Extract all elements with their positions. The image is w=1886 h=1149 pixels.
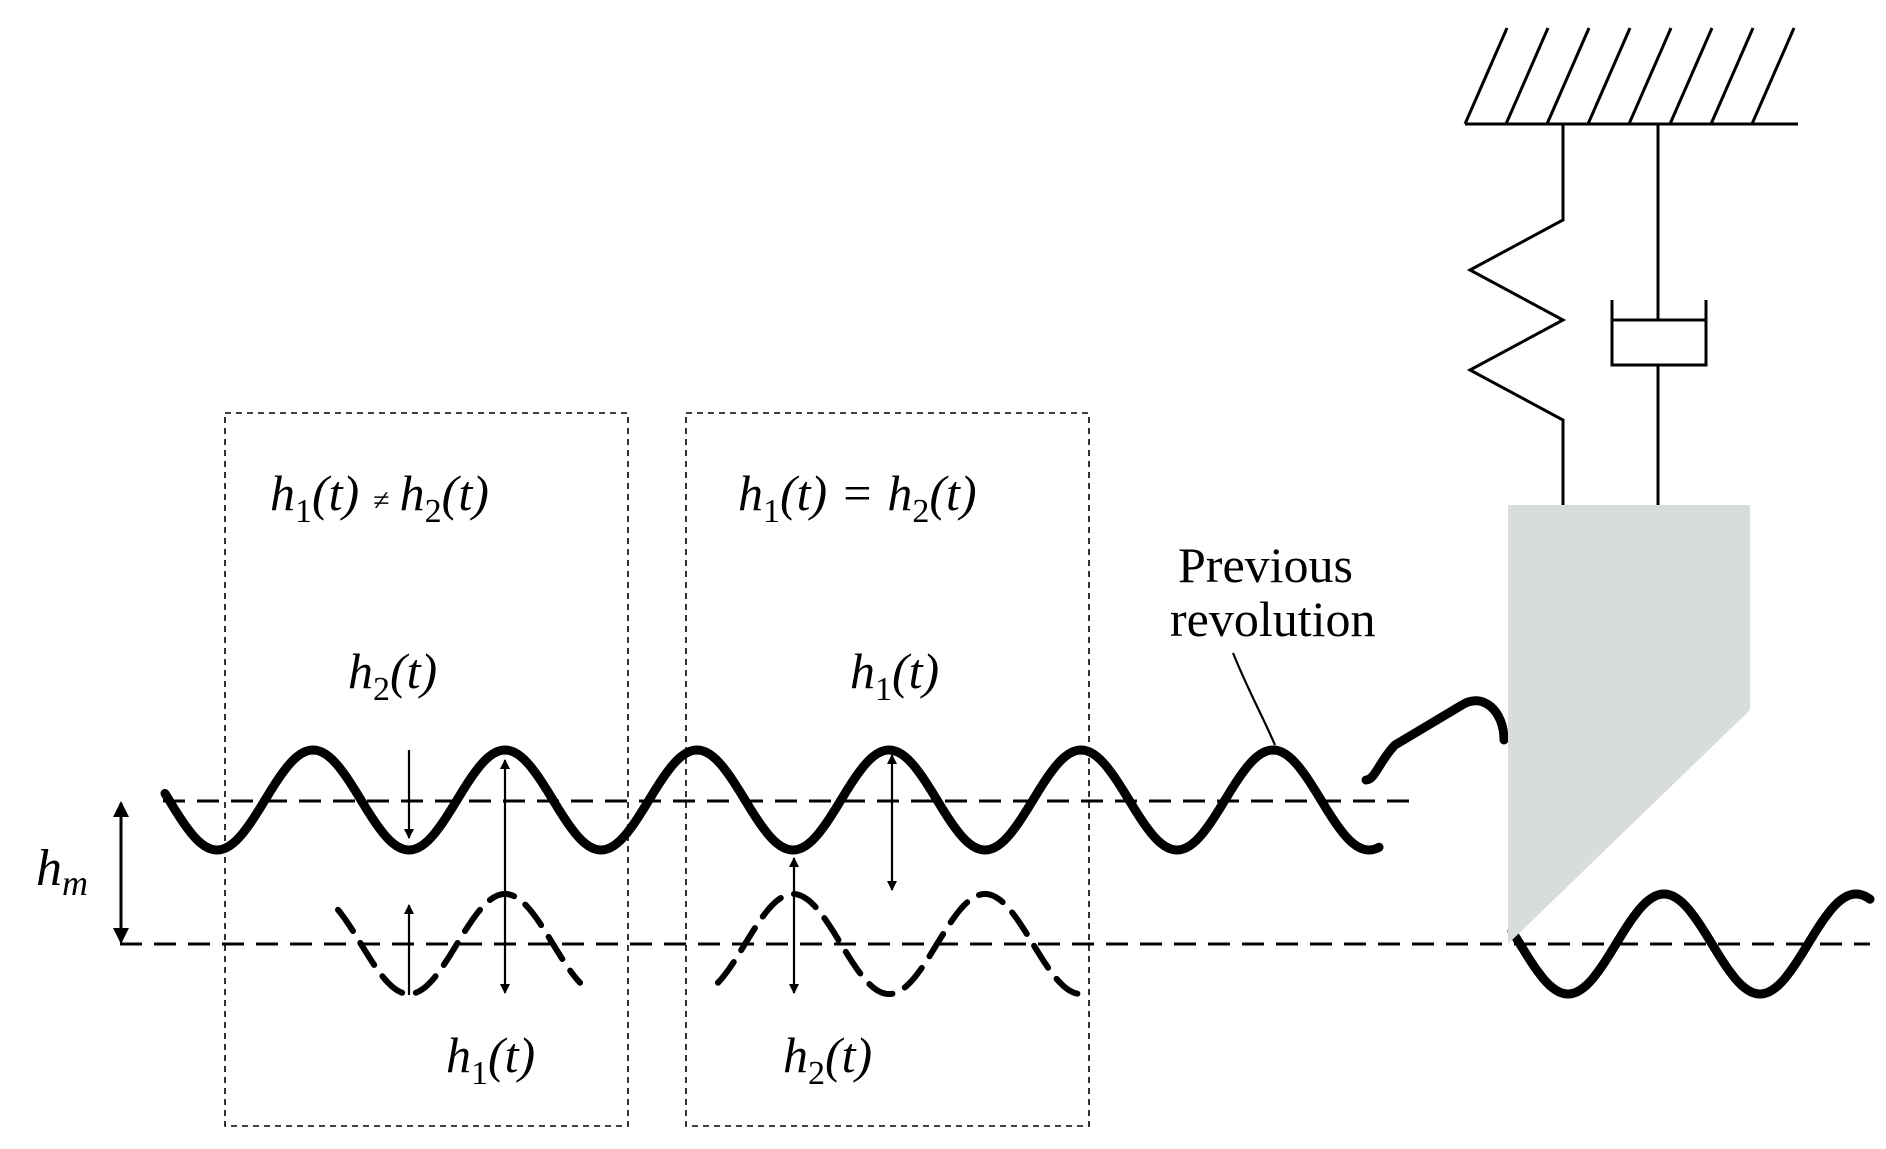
box1-lower-wave (335, 891, 583, 997)
box1-title: h1(t)≠h2(t) (270, 465, 489, 530)
surface-hook (1361, 696, 1509, 785)
box2-title: h1(t)=h2(t) (738, 465, 977, 530)
previous-revolution-label: Previous revolution (1170, 537, 1376, 647)
hm-label: hm (36, 840, 88, 903)
box2-upper-label: h1(t) (850, 643, 939, 708)
box2-lower-wave (715, 891, 1083, 997)
box1-lower-label: h1(t) (446, 1027, 535, 1092)
dimension-arrows (113, 652, 1277, 995)
damper-icon (1610, 124, 1708, 505)
reference-lines (120, 799, 1870, 946)
box2-lower-label: h2(t) (783, 1027, 872, 1092)
previous-revolution-leader (1231, 652, 1277, 746)
boxes (224, 412, 1090, 1127)
hatched-ground-icon (1463, 27, 1798, 126)
box1-upper-label: h2(t) (348, 643, 437, 708)
box-unequal (224, 412, 629, 1127)
box-equal (685, 412, 1090, 1127)
current-surface-wave (160, 745, 1384, 855)
new-surface-wave (1507, 889, 1875, 999)
cutting-tool-icon (1508, 505, 1750, 944)
spring-icon (1466, 124, 1567, 505)
